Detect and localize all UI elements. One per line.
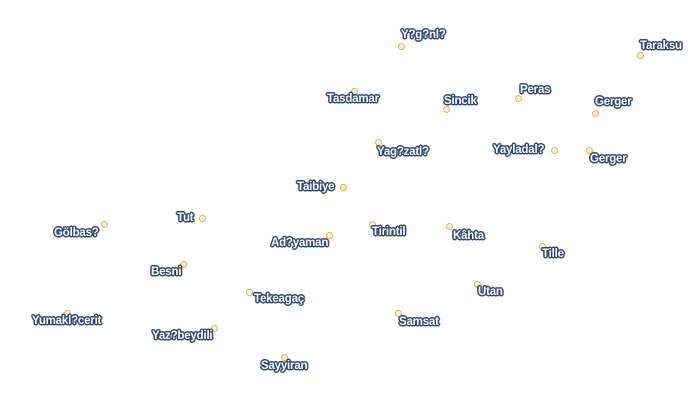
place-marker xyxy=(473,280,481,288)
place-label: Tasdamar xyxy=(327,93,379,105)
place-marker xyxy=(179,260,187,268)
place-label: Tut xyxy=(177,212,194,224)
place-label: Taibiye xyxy=(297,181,335,193)
place-label: Tille xyxy=(542,248,564,260)
place-marker xyxy=(636,51,644,59)
place-label: Yag?zatl? xyxy=(377,146,429,158)
place-marker xyxy=(350,87,358,95)
place-label: Sayyiran xyxy=(261,360,308,372)
place-marker xyxy=(585,146,593,154)
place-label: Sincik xyxy=(444,95,477,107)
place-marker xyxy=(514,94,522,102)
place-marker xyxy=(280,353,288,361)
place-marker xyxy=(100,220,108,228)
place-label: Taraksu xyxy=(640,40,682,52)
place-marker xyxy=(550,146,558,154)
place-marker xyxy=(445,222,453,230)
place-label: Yumakl?cerit xyxy=(32,315,102,327)
place-marker xyxy=(245,288,253,296)
place-marker xyxy=(63,309,71,317)
place-label: Peras xyxy=(520,84,551,96)
place-marker xyxy=(368,220,376,228)
place-label: Gölbas? xyxy=(54,227,99,239)
place-marker xyxy=(397,42,405,50)
place-marker xyxy=(339,183,347,191)
place-marker xyxy=(374,138,382,146)
place-marker xyxy=(591,109,599,117)
place-marker xyxy=(198,214,206,222)
place-label: Tirintil xyxy=(372,226,406,238)
place-marker xyxy=(442,105,450,113)
place-label: Utan xyxy=(478,286,503,298)
place-label: Tekeagaç xyxy=(254,293,304,305)
place-marker xyxy=(394,309,402,317)
place-label: Yayladal? xyxy=(493,144,545,156)
place-label: Kâhta xyxy=(453,230,484,242)
place-marker xyxy=(325,231,333,239)
place-label: Gerger xyxy=(595,96,632,108)
place-label: Besni xyxy=(151,266,182,278)
place-label: Gerger xyxy=(590,153,627,165)
place-label: Samsat xyxy=(399,316,439,328)
place-label: Yaz?beydili xyxy=(152,330,213,342)
place-marker xyxy=(210,324,218,332)
place-marker xyxy=(538,242,546,250)
place-label: Y?g?nl? xyxy=(401,29,446,41)
place-label: Ad?yaman xyxy=(271,237,329,249)
